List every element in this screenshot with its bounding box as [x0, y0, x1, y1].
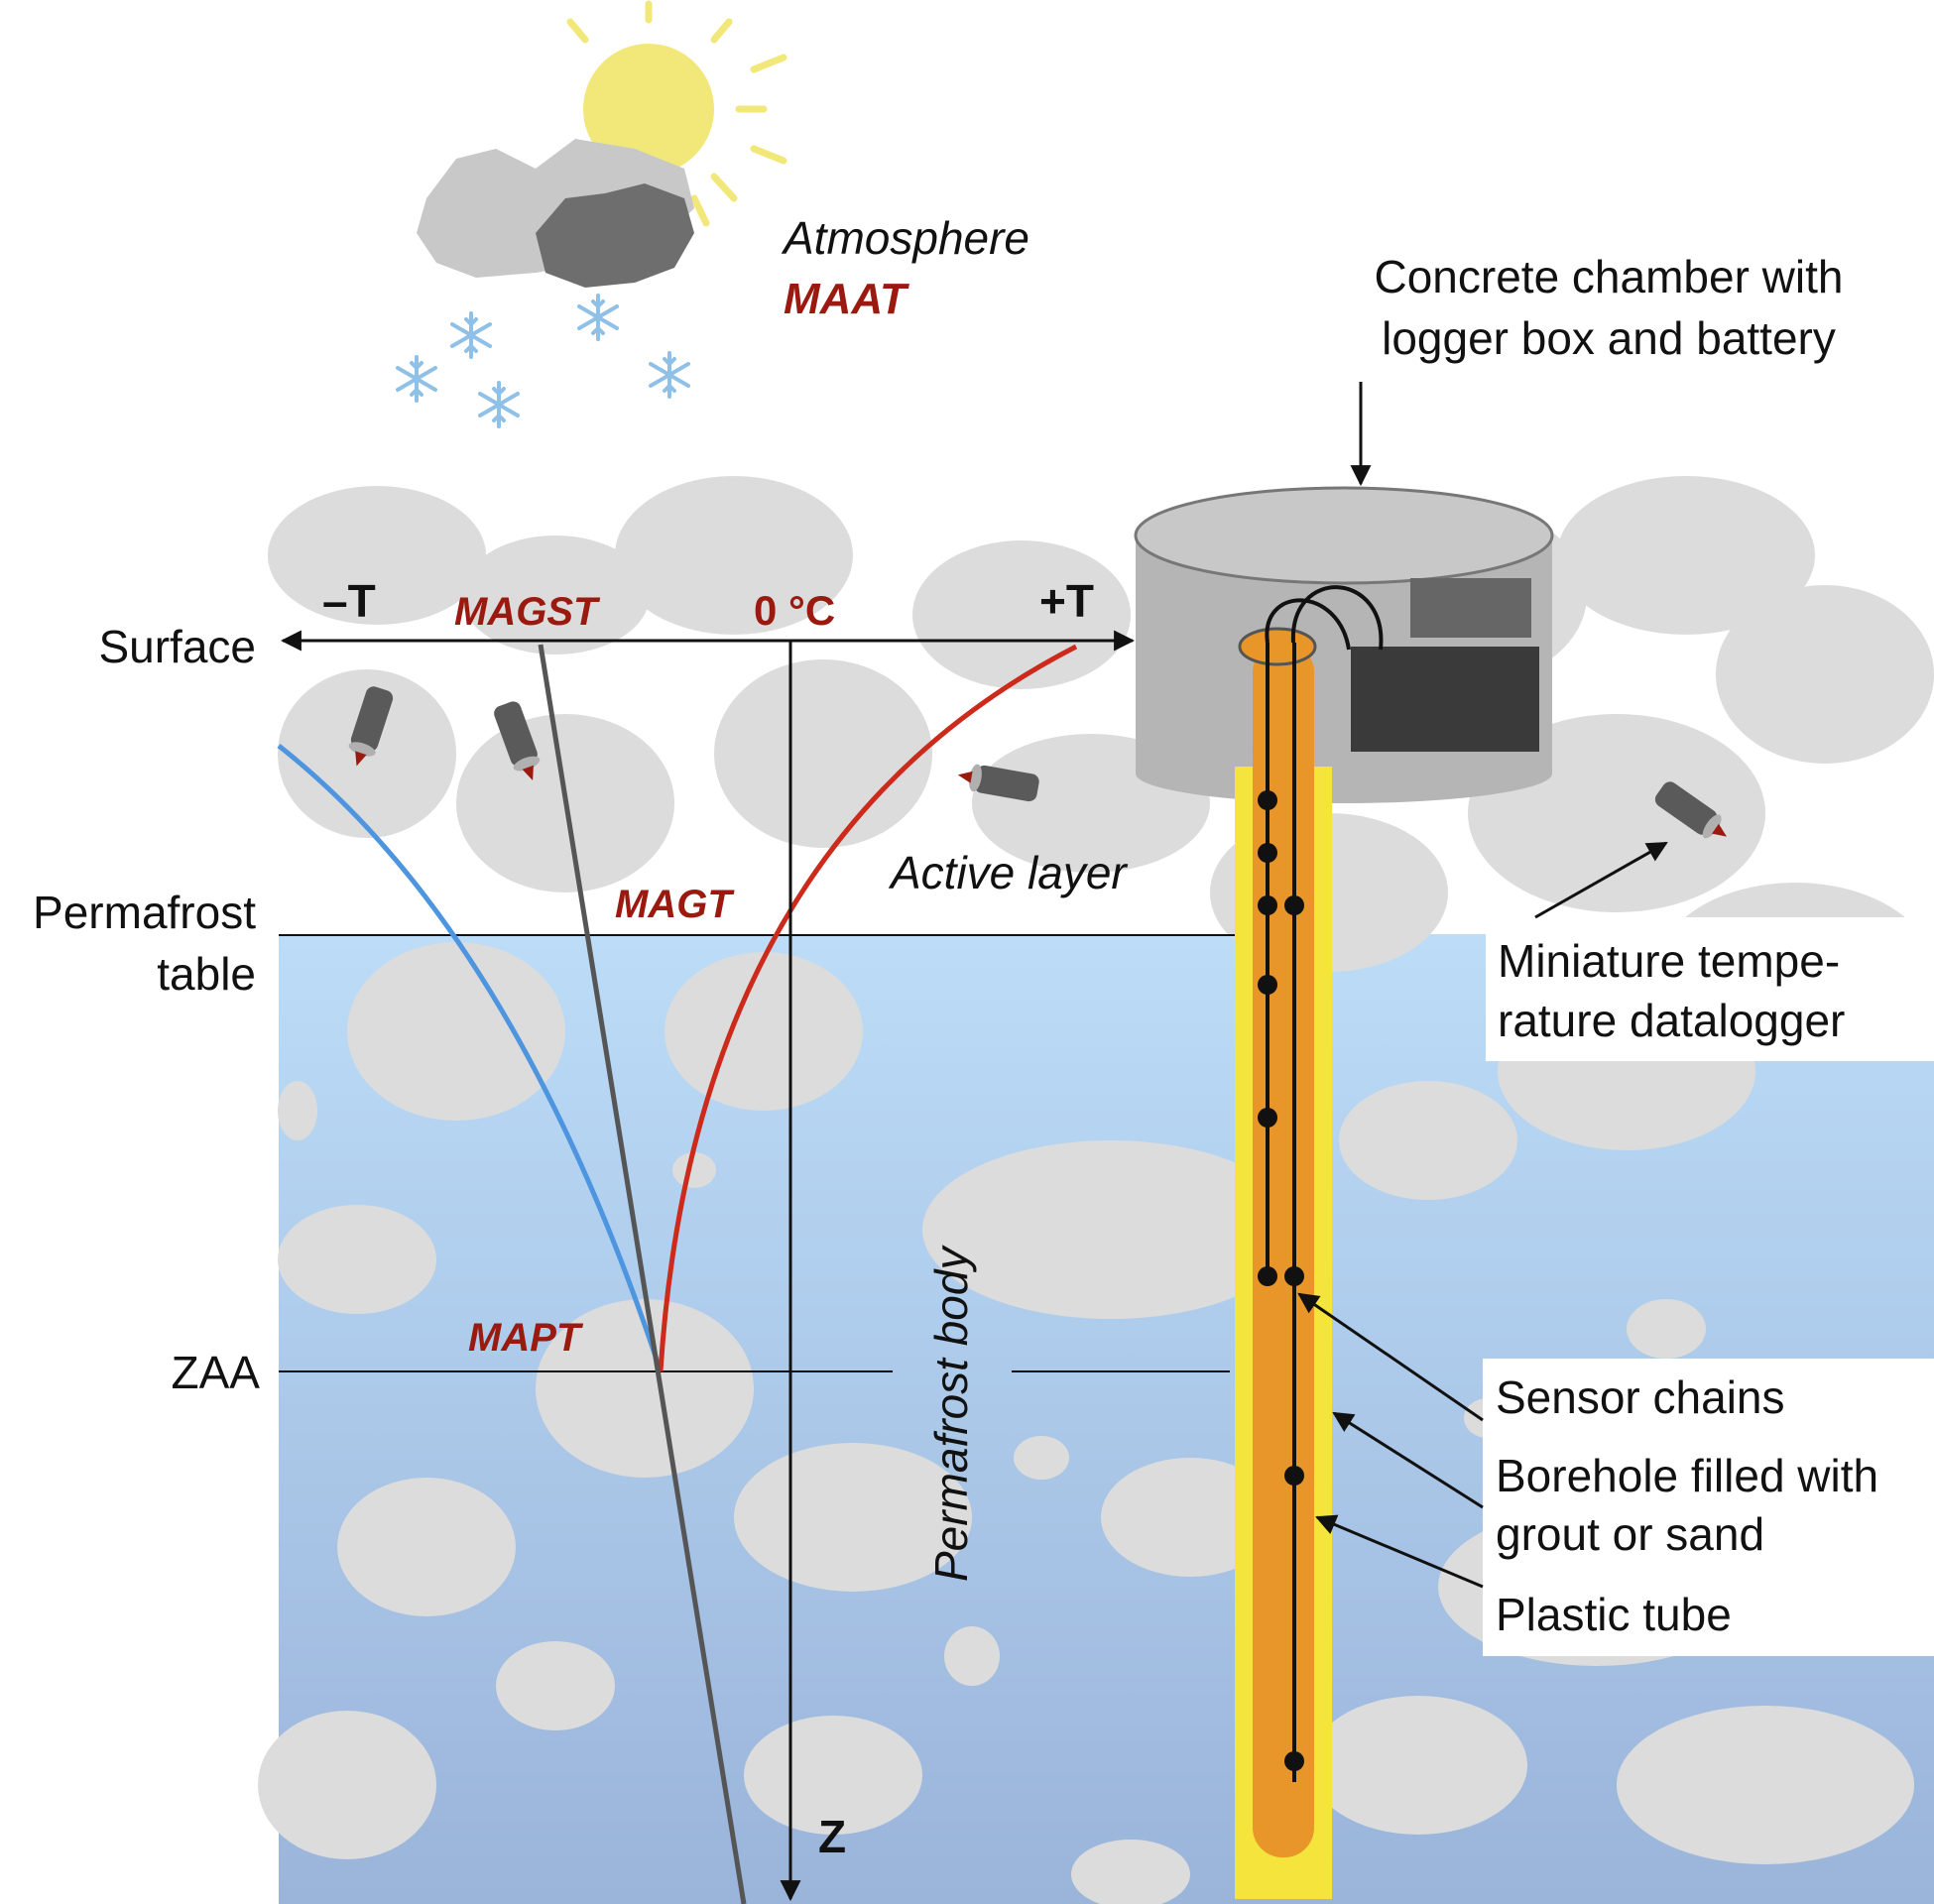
battery	[1410, 578, 1531, 638]
atmosphere-label: Atmosphere	[781, 212, 1029, 264]
miniature-arrow	[1534, 841, 1668, 919]
snowflake-icon	[577, 294, 619, 341]
miniature-label-line2: rature datalogger	[1498, 995, 1845, 1046]
miniature-label-bg	[1486, 917, 1934, 1061]
borehole-label-line2: grout or sand	[1496, 1508, 1764, 1560]
chamber-label-line1: Concrete chamber with	[1375, 251, 1844, 302]
sun-icon	[566, 0, 787, 227]
cold-curve	[277, 744, 664, 1372]
miniature-label-line1: Miniature tempe-	[1498, 935, 1840, 987]
sensor-chains-label: Sensor chains	[1496, 1371, 1785, 1423]
plastic-tube-label: Plastic tube	[1496, 1589, 1732, 1640]
permafrost-body-label: Permafrost body	[925, 1245, 977, 1582]
warm-curve	[658, 644, 1078, 1372]
concrete-chamber	[1134, 486, 1554, 803]
magt-label: MAGT	[615, 883, 735, 926]
snowflake-icon	[649, 351, 690, 399]
minus-t-label: –T	[322, 575, 376, 627]
active-layer-label: Active layer	[888, 847, 1128, 898]
plastic-tube	[1253, 643, 1314, 1857]
surface-label: Surface	[98, 621, 256, 672]
zero-c-label: 0 °C	[754, 587, 835, 634]
borehole-label-line1: Borehole filled with	[1496, 1450, 1878, 1501]
snowflake-icon	[450, 311, 492, 359]
maat-label: MAAT	[784, 275, 909, 323]
plus-t-label: +T	[1039, 575, 1094, 627]
sensor-dots	[1258, 790, 1304, 1771]
z-axis-label: Z	[818, 1811, 846, 1862]
permafrost-table-label-line1: Permafrost	[33, 887, 256, 938]
snowflake-icon	[478, 381, 520, 428]
sensor-chains-arrow	[1297, 1292, 1484, 1422]
permafrost-table-label-line2: table	[157, 948, 256, 1000]
dark-cloud-icon	[536, 183, 694, 288]
sensor-cable	[1265, 598, 1351, 651]
borehole-labels-bg	[1483, 1359, 1934, 1656]
zaa-label: ZAA	[172, 1347, 261, 1398]
logger-box	[1351, 647, 1539, 752]
borehole-arrow	[1332, 1411, 1484, 1509]
mapt-label: MAPT	[468, 1316, 584, 1360]
chamber-label-line2: logger box and battery	[1382, 312, 1836, 364]
plastic-tube-arrow	[1315, 1514, 1484, 1589]
sensor-cable	[1290, 585, 1384, 651]
snowflake-icon	[396, 355, 437, 403]
tube-cap	[1238, 627, 1317, 666]
magst-label: MAGST	[454, 590, 601, 634]
mean-temperature-line	[538, 644, 747, 1904]
